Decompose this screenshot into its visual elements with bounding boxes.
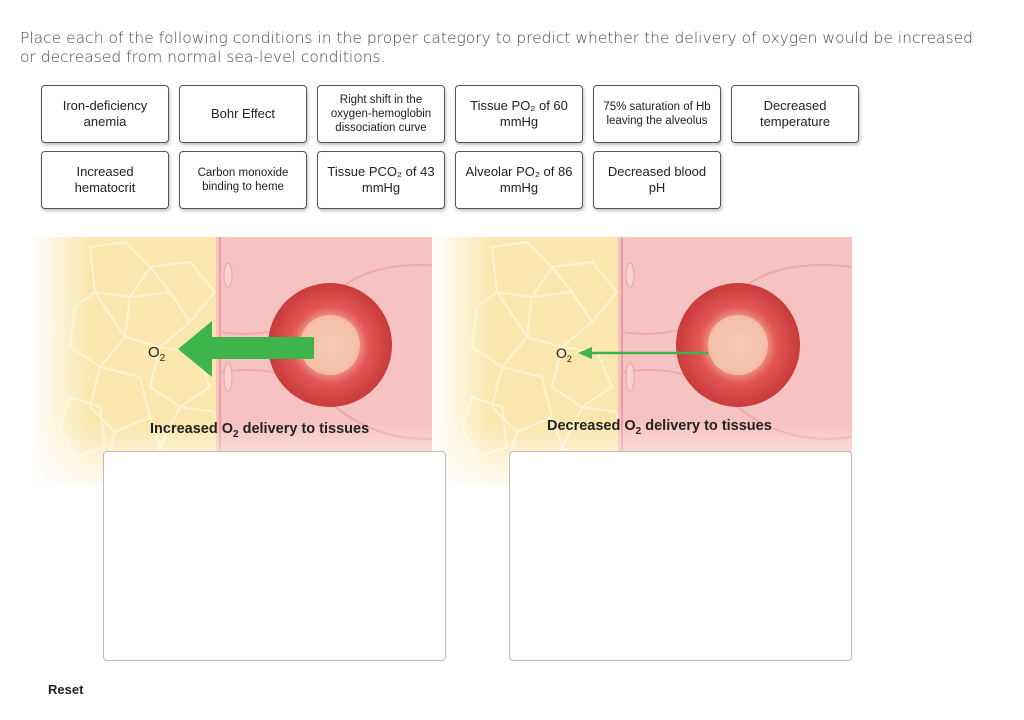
decreased-delivery-illustration: O2 Decreased O2 delivery to tissues	[432, 237, 852, 485]
reset-button[interactable]: Reset	[48, 682, 84, 697]
increased-delivery-dropzone[interactable]	[103, 451, 446, 661]
card-alveolar-po2-86[interactable]: Alveolar PO₂ of 86 mmHg	[455, 151, 583, 209]
card-tissue-po2-60[interactable]: Tissue PO₂ of 60 mmHg	[455, 85, 583, 143]
card-decreased-blood-ph[interactable]: Decreased blood pH	[593, 151, 721, 209]
decreased-delivery-dropzone[interactable]	[509, 451, 852, 661]
instructions-text: Place each of the following conditions i…	[20, 29, 973, 66]
increased-delivery-illustration: O2 Increased O2 delivery to tissues	[30, 237, 450, 485]
card-increased-hematocrit[interactable]: Increased hematocrit	[41, 151, 169, 209]
decreased-caption: Decreased O2 delivery to tissues	[547, 418, 772, 437]
card-decreased-temperature[interactable]: Decreased temperature	[731, 85, 859, 143]
increased-caption: Increased O2 delivery to tissues	[150, 421, 370, 440]
card-75-saturation[interactable]: 75% saturation of Hb leaving the alveolu…	[593, 85, 721, 143]
card-bohr-effect[interactable]: Bohr Effect	[179, 85, 307, 143]
card-tissue-pco2-43[interactable]: Tissue PCO₂ of 43 mmHg	[317, 151, 445, 209]
card-iron-deficiency-anemia[interactable]: Iron-deficiency anemia	[41, 85, 169, 143]
card-carbon-monoxide[interactable]: Carbon monoxide binding to heme	[179, 151, 307, 209]
card-right-shift[interactable]: Right shift in the oxygen-hemoglobin dis…	[317, 85, 445, 143]
